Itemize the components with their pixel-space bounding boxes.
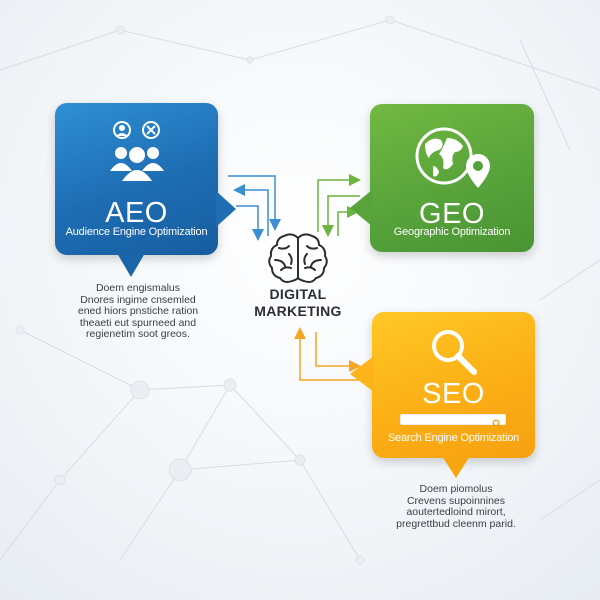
audience-people-icon	[55, 119, 218, 189]
caption-line: Doem engismalus	[95, 282, 181, 294]
card-subtitle: Audience Engine Optimization	[65, 226, 208, 238]
card-seo[interactable]: SEO Search Engine Optimization	[350, 312, 535, 478]
caption-line: aoutertedloind mirort,	[406, 506, 506, 518]
search-icon	[492, 415, 502, 433]
arrow-aeo-1	[228, 175, 281, 231]
magnifier-icon	[372, 324, 535, 380]
card-title: AEO	[105, 197, 168, 229]
caption-line: theaeti eut spurneed and	[79, 316, 197, 329]
card-subtitle: Search Engine Optimization	[387, 432, 520, 444]
card-pointer	[216, 191, 236, 227]
globe-location-icon	[370, 122, 534, 194]
caption-line: Crevens supoinnines	[406, 494, 506, 507]
arrow-seo-1	[294, 327, 362, 381]
caption-seo: Doem piomolus Crevens supoinnines aouter…	[376, 483, 536, 530]
search-bar-graphic	[400, 414, 506, 429]
card-title: GEO	[419, 198, 485, 230]
caption-line: ened hiors pnstiche ration	[77, 305, 199, 317]
arrow-aeo-2	[233, 184, 269, 236]
arrow-seo-2	[315, 332, 361, 372]
arrow-aeo-3	[236, 205, 264, 241]
card-pointer	[350, 356, 374, 392]
center-hub: DIGITAL MARKETING	[246, 232, 350, 320]
center-label-line2: MARKETING	[254, 303, 342, 319]
card-pointer	[442, 456, 470, 478]
caption-aeo: Doem engismalus Dnores ingime cnsemled e…	[62, 282, 214, 341]
center-label-line1: DIGITAL	[269, 286, 327, 302]
card-subtitle: Geographic Optimization	[393, 226, 511, 238]
card-aeo[interactable]: AEO Audience Engine Optimization	[55, 103, 236, 277]
card-title: SEO	[422, 378, 485, 410]
arrow-geo-2	[322, 195, 360, 237]
caption-line: regienetim soot greos.	[86, 328, 190, 340]
brain-icon	[246, 232, 350, 286]
arrow-geo-1	[317, 174, 361, 232]
caption-line: Doem piomolus	[419, 483, 493, 495]
card-pointer	[350, 190, 372, 226]
card-geo[interactable]: GEO Geographic Optimization	[350, 104, 534, 252]
caption-line: Dnores ingime cnsemled	[80, 293, 196, 306]
caption-line: pregrettbud cleenm parid.	[396, 517, 516, 530]
card-pointer	[117, 253, 145, 277]
